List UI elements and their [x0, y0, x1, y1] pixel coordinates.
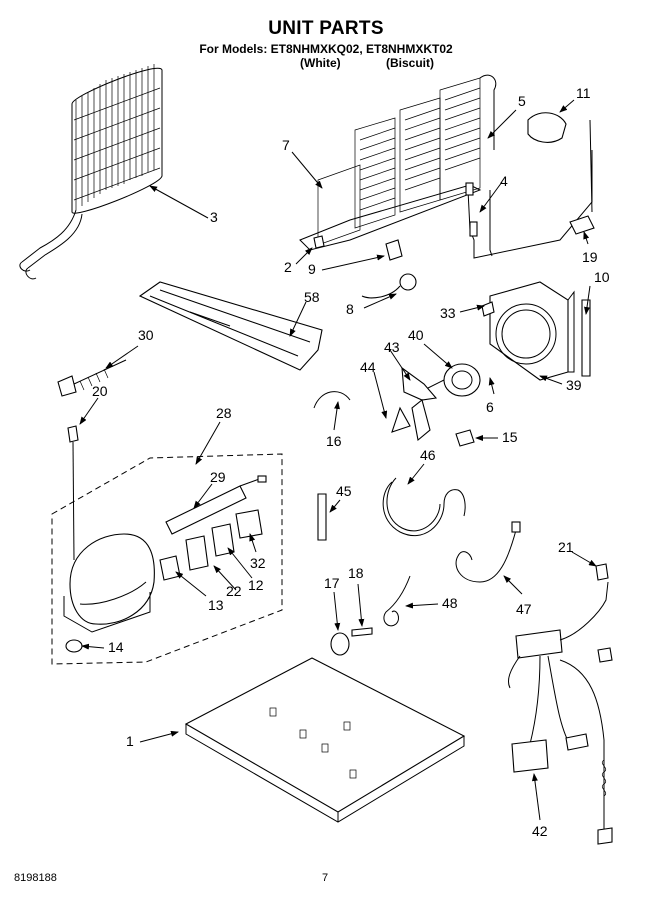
callout-4: 4 — [500, 173, 508, 189]
evaporator-assembly — [299, 74, 497, 257]
base-pan — [184, 657, 466, 823]
clip-part-9 — [385, 239, 403, 261]
wire-clip — [313, 391, 351, 409]
compressor-group-outline — [51, 453, 283, 665]
screw-part-2 — [313, 235, 325, 249]
color-biscuit: (Biscuit) — [386, 56, 434, 70]
callout-2: 2 — [284, 259, 292, 275]
defrost-heater — [465, 150, 593, 259]
compressor — [63, 533, 155, 633]
screw-part-21 — [595, 563, 609, 581]
callout-6: 6 — [486, 399, 494, 415]
condenser-coil — [19, 64, 163, 280]
color-white: (White) — [300, 56, 341, 70]
callout-12: 12 — [248, 577, 264, 593]
callout-48: 48 — [442, 595, 458, 611]
relay-part-32 — [235, 509, 263, 539]
page-number: 7 — [322, 872, 329, 884]
callout-33: 33 — [440, 305, 456, 321]
callout-43: 43 — [384, 339, 400, 355]
callout-21: 21 — [558, 539, 574, 555]
models-line: For Models: ET8NHMXKQ02, ET8NHMXKT02 — [199, 42, 453, 56]
callout-15: 15 — [502, 429, 518, 445]
callout-5: 5 — [518, 93, 526, 109]
callout-3: 3 — [210, 209, 218, 225]
callout-19: 19 — [582, 249, 598, 265]
screw-part-18 — [351, 627, 373, 637]
wire-harness — [507, 581, 613, 845]
relay-part-22 — [185, 535, 209, 571]
callout-46: 46 — [420, 447, 436, 463]
drain-tube — [382, 481, 466, 537]
terminal-part-13 — [159, 555, 181, 581]
callout-30: 30 — [138, 327, 154, 343]
callout-8: 8 — [346, 301, 354, 317]
gasket-strip — [581, 299, 591, 377]
callout-47: 47 — [516, 601, 532, 617]
grommet-17 — [330, 632, 350, 656]
tube-48 — [383, 575, 411, 627]
callout-39: 39 — [566, 377, 582, 393]
callout-13: 13 — [208, 597, 224, 613]
clip-part — [569, 215, 595, 235]
callout-9: 9 — [308, 261, 316, 277]
doc-number: 8198188 — [14, 872, 57, 884]
callout-10: 10 — [594, 269, 610, 285]
callout-20: 20 — [92, 383, 108, 399]
fan-motor — [391, 363, 481, 442]
drain-trough — [138, 281, 323, 371]
callout-1: 1 — [126, 733, 134, 749]
spring-part — [455, 429, 475, 447]
screw-part-20 — [67, 425, 79, 443]
callout-42: 42 — [532, 823, 548, 839]
callout-28: 28 — [216, 405, 232, 421]
cord-plug — [57, 359, 127, 397]
callout-17: 17 — [324, 575, 340, 591]
diagram-title: UNIT PARTS — [268, 18, 384, 39]
callout-11: 11 — [576, 85, 591, 101]
callout-40: 40 — [408, 327, 424, 343]
callout-32: 32 — [250, 555, 266, 571]
callout-58: 58 — [304, 289, 320, 305]
callout-labels: 3 7 5 11 4 19 10 2 9 8 58 33 40 43 44 6 … — [92, 85, 610, 839]
callout-45: 45 — [336, 483, 352, 499]
callout-22: 22 — [226, 583, 242, 599]
callout-7: 7 — [282, 137, 290, 153]
pin-part — [317, 493, 327, 541]
cap-part — [527, 112, 567, 143]
callout-44: 44 — [360, 359, 376, 375]
callout-14: 14 — [108, 639, 124, 655]
grommet — [65, 639, 83, 653]
leader-lines — [79, 99, 597, 821]
tube-47 — [455, 529, 517, 583]
sensor-part — [361, 273, 417, 299]
callout-29: 29 — [210, 469, 226, 485]
overload-protector — [165, 475, 267, 535]
callout-18: 18 — [348, 565, 364, 581]
callout-16: 16 — [326, 433, 342, 449]
fan-shroud — [481, 281, 575, 381]
